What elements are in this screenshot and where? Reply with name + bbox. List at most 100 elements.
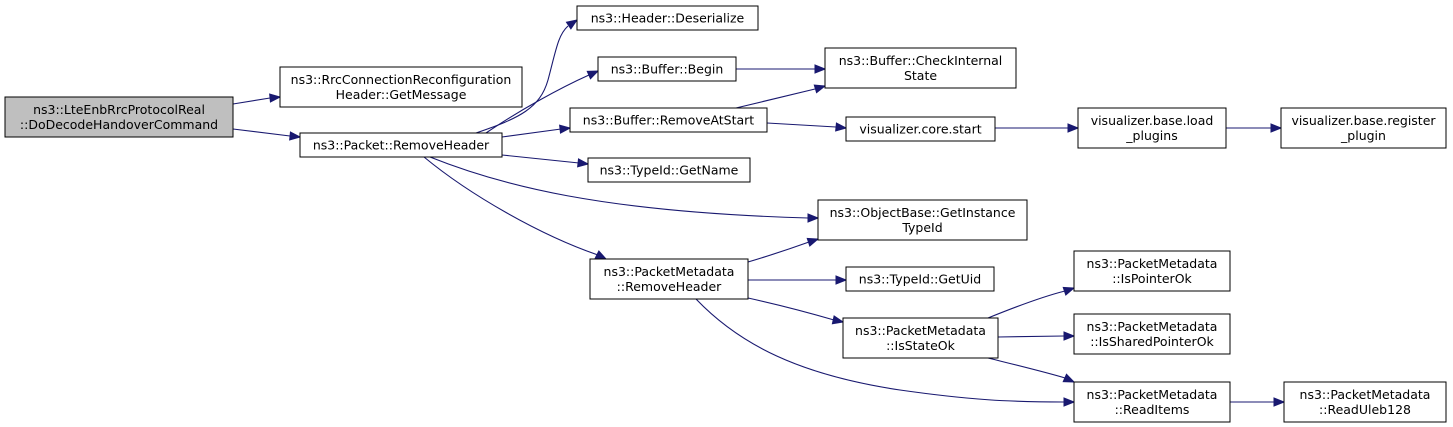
node-label-line: ns3::Header::Deserialize xyxy=(591,11,745,26)
node-box xyxy=(597,56,737,82)
node-box xyxy=(845,116,996,142)
arrowhead xyxy=(835,275,848,285)
node-rrc-getmsg[interactable]: ns3::RrcConnectionReconfigurationHeader:… xyxy=(279,66,523,108)
node-box xyxy=(817,199,1028,241)
arrowhead xyxy=(1270,123,1283,133)
node-box xyxy=(1073,381,1231,423)
node-vis-register[interactable]: visualizer.base.register_plugin xyxy=(1280,107,1447,149)
node-pm-removehdr[interactable]: ns3::PacketMetadata::RemoveHeader xyxy=(589,258,749,300)
arrowhead xyxy=(1062,286,1076,296)
node-pm-isshared[interactable]: ns3::PacketMetadata::IsSharedPointerOk xyxy=(1073,313,1231,355)
edge-vis_start-to-vis_load xyxy=(995,123,1080,133)
node-pm-isstate[interactable]: ns3::PacketMetadata::IsStateOk xyxy=(842,317,999,359)
node-box xyxy=(587,157,751,183)
arrowhead xyxy=(577,158,590,168)
edge-buf_removeat-to-vis_start xyxy=(766,122,848,132)
edges-layer xyxy=(232,19,1286,407)
edge-pm_removehdr-to-objbase_gettid xyxy=(747,237,820,263)
node-vis-load[interactable]: visualizer.base.load_plugins xyxy=(1077,107,1227,149)
node-label-line: ns3::PacketMetadata xyxy=(1087,387,1218,402)
node-box xyxy=(299,132,503,158)
edge-line xyxy=(501,154,580,164)
arrowhead xyxy=(806,237,820,247)
node-label-line: ns3::PacketMetadata xyxy=(604,264,735,279)
node-label-line: ns3::PacketMetadata xyxy=(1087,319,1218,334)
edge-line xyxy=(423,156,599,256)
edge-pm_isstate-to-pm_isshared xyxy=(997,331,1076,341)
node-typeid-name[interactable]: ns3::TypeId::GetName xyxy=(587,157,751,183)
node-hdr-deser[interactable]: ns3::Header::Deserialize xyxy=(576,5,759,31)
edge-line xyxy=(232,97,271,105)
edge-line xyxy=(501,128,562,138)
arrowhead xyxy=(831,315,845,325)
node-pm-isptr[interactable]: ns3::PacketMetadata::IsPointerOk xyxy=(1073,250,1231,292)
edge-line xyxy=(735,88,816,109)
edge-pm_removehdr-to-pm_readitems xyxy=(695,298,1076,407)
node-box xyxy=(842,317,999,359)
node-label-line: ns3::TypeId::GetName xyxy=(600,163,739,178)
node-label-line: ::IsPointerOk xyxy=(1112,271,1192,286)
edge-pkt_removehdr-to-hdr_deser xyxy=(475,19,579,134)
arrowhead xyxy=(1067,123,1080,133)
arrowhead xyxy=(807,213,820,223)
node-label-line: ns3::PacketMetadata xyxy=(1300,387,1431,402)
node-label-line: ns3::Buffer::CheckInternal xyxy=(839,53,1003,68)
node-root: ns3::LteEnbRrcProtocolReal::DoDecodeHand… xyxy=(4,96,234,138)
node-pkt-removehdr[interactable]: ns3::Packet::RemoveHeader xyxy=(299,132,503,158)
node-box xyxy=(845,266,995,292)
node-label-line: _plugin xyxy=(1340,128,1386,143)
node-label-line: visualizer.core.start xyxy=(859,122,981,137)
node-buf-removeat[interactable]: ns3::Buffer::RemoveAtStart xyxy=(569,107,768,133)
node-label-line: ns3::Buffer::Begin xyxy=(611,62,724,77)
node-label-line: _plugins xyxy=(1125,128,1177,143)
nodes-layer: ns3::LteEnbRrcProtocolReal::DoDecodeHand… xyxy=(4,5,1447,423)
edge-root-to-rrc_getmsg xyxy=(232,93,282,105)
node-typeid-uid[interactable]: ns3::TypeId::GetUid xyxy=(845,266,995,292)
node-pm-readitems[interactable]: ns3::PacketMetadata::ReadItems xyxy=(1073,381,1231,423)
node-label-line: Header::GetMessage xyxy=(336,87,467,102)
node-box xyxy=(1280,107,1447,149)
node-label-line: ns3::PacketMetadata xyxy=(855,323,986,338)
node-label-line: ns3::ObjectBase::GetInstance xyxy=(830,205,1016,220)
arrowhead xyxy=(813,84,827,94)
edge-pkt_removehdr-to-buf_removeat xyxy=(501,124,572,138)
arrowhead xyxy=(1063,397,1076,407)
edge-line xyxy=(232,128,291,137)
node-buf-begin[interactable]: ns3::Buffer::Begin xyxy=(597,56,737,82)
edge-line xyxy=(747,297,835,321)
arrowhead xyxy=(594,250,608,260)
arrowhead xyxy=(559,124,572,134)
arrowhead xyxy=(1273,397,1286,407)
node-box xyxy=(1073,313,1231,355)
edge-pm_readitems-to-pm_readuleb xyxy=(1230,397,1286,407)
node-label-line: ::RemoveHeader xyxy=(617,279,723,294)
arrowhead xyxy=(289,131,302,141)
node-pm-readuleb[interactable]: ns3::PacketMetadata::ReadUleb128 xyxy=(1283,381,1447,423)
node-label-line: TypeId xyxy=(901,220,942,235)
node-box xyxy=(589,258,749,300)
node-label-line: ns3::RrcConnectionReconfiguration xyxy=(291,72,512,87)
node-label-line: visualizer.base.register xyxy=(1291,113,1436,128)
edge-line xyxy=(747,241,810,263)
edge-buf_removeat-to-buf_check xyxy=(735,84,827,109)
edge-line xyxy=(997,335,1065,338)
edge-pm_removehdr-to-pm_isstate xyxy=(747,297,845,325)
edge-line xyxy=(987,357,1066,379)
arrowhead xyxy=(586,70,600,80)
edge-pm_removehdr-to-typeid_uid xyxy=(748,275,848,285)
arrowhead xyxy=(1063,331,1076,341)
node-box xyxy=(1073,250,1231,292)
node-label-line: visualizer.base.load xyxy=(1091,113,1214,128)
edge-line xyxy=(485,74,590,134)
edge-pkt_removehdr-to-typeid_name xyxy=(501,154,590,168)
arrowhead xyxy=(565,19,579,30)
node-vis-start[interactable]: visualizer.core.start xyxy=(845,116,996,142)
node-label-line: ns3::Packet::RemoveHeader xyxy=(313,138,490,153)
node-label-line: ::IsSharedPointerOk xyxy=(1090,334,1214,349)
node-label-line: ::IsStateOk xyxy=(886,338,956,353)
node-box xyxy=(4,96,234,138)
edge-line xyxy=(695,298,1065,403)
node-label-line: ::DoDecodeHandoverCommand xyxy=(20,117,218,132)
